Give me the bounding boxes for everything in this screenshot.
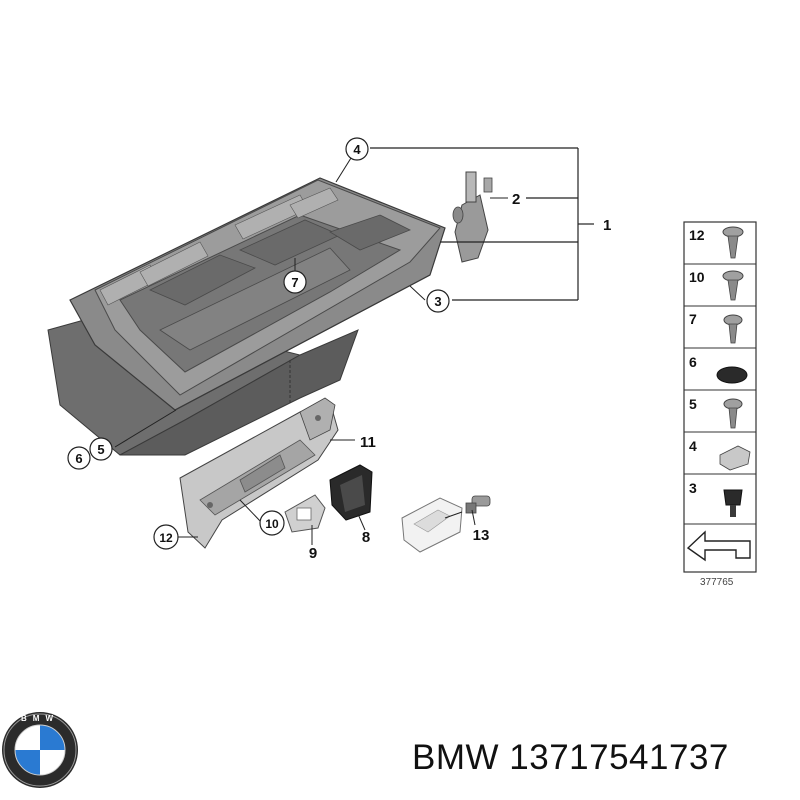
clip-icon [719, 445, 751, 471]
svg-text:5: 5 [97, 442, 104, 457]
screw-icon [723, 398, 743, 429]
legend-row-label: 12 [689, 227, 705, 243]
part-number-caption: BMW 13717541737 [412, 738, 729, 777]
callout-7: 7 [283, 270, 307, 294]
callout-13: 13 [473, 527, 490, 544]
legend-row-label: 6 [689, 354, 697, 370]
callout-11: 11 [360, 434, 376, 451]
fastener-legend: 12 10 7 6 5 4 3 [683, 221, 757, 573]
hinge-part [452, 171, 493, 263]
legend-row-label: 5 [689, 396, 697, 412]
plug-icon [716, 366, 748, 384]
callout-8: 8 [362, 529, 370, 546]
svg-text:BMW: BMW [21, 714, 59, 723]
svg-text:1: 1 [603, 217, 611, 234]
svg-text:6: 6 [75, 451, 82, 466]
svg-text:13: 13 [473, 527, 490, 544]
svg-text:3: 3 [434, 294, 441, 309]
legend-row-label: 3 [689, 480, 697, 496]
callout-bracket-1 [370, 147, 594, 301]
legend-row-label: 4 [689, 438, 697, 454]
diagram-code: 377765 [700, 577, 734, 588]
screw-icon [723, 314, 743, 344]
damper-part [401, 497, 463, 553]
lock-bracket [179, 397, 339, 549]
svg-text:11: 11 [360, 434, 376, 451]
svg-text:12: 12 [159, 531, 173, 545]
arrow-icon [686, 530, 751, 562]
handle-part [329, 464, 373, 521]
svg-text:10: 10 [265, 517, 279, 531]
callout-10: 10 [259, 510, 285, 536]
bmw-logo: BMW [2, 712, 78, 788]
svg-text:8: 8 [362, 529, 370, 546]
glove-box-housing [47, 177, 446, 456]
callout-12: 12 [153, 524, 179, 550]
callout-1: 1 [603, 217, 611, 234]
legend-row-label: 7 [689, 311, 697, 327]
svg-text:7: 7 [291, 275, 298, 290]
screw-icon [722, 226, 744, 259]
callout-9: 9 [309, 545, 317, 562]
svg-text:9: 9 [309, 545, 317, 562]
legend-row-label: 10 [689, 269, 705, 285]
lock-plate [284, 494, 326, 533]
lock-cylinder [465, 495, 491, 514]
svg-text:2: 2 [512, 191, 520, 208]
buffer-icon [723, 489, 743, 517]
callout-2: 2 [512, 191, 520, 208]
callout-4: 4 [345, 137, 369, 161]
svg-text:4: 4 [353, 142, 361, 157]
callout-3: 3 [426, 289, 450, 313]
callout-5: 5 [89, 437, 113, 461]
leader-lines [114, 157, 508, 545]
screw-icon [722, 270, 744, 301]
callout-6: 6 [67, 446, 91, 470]
